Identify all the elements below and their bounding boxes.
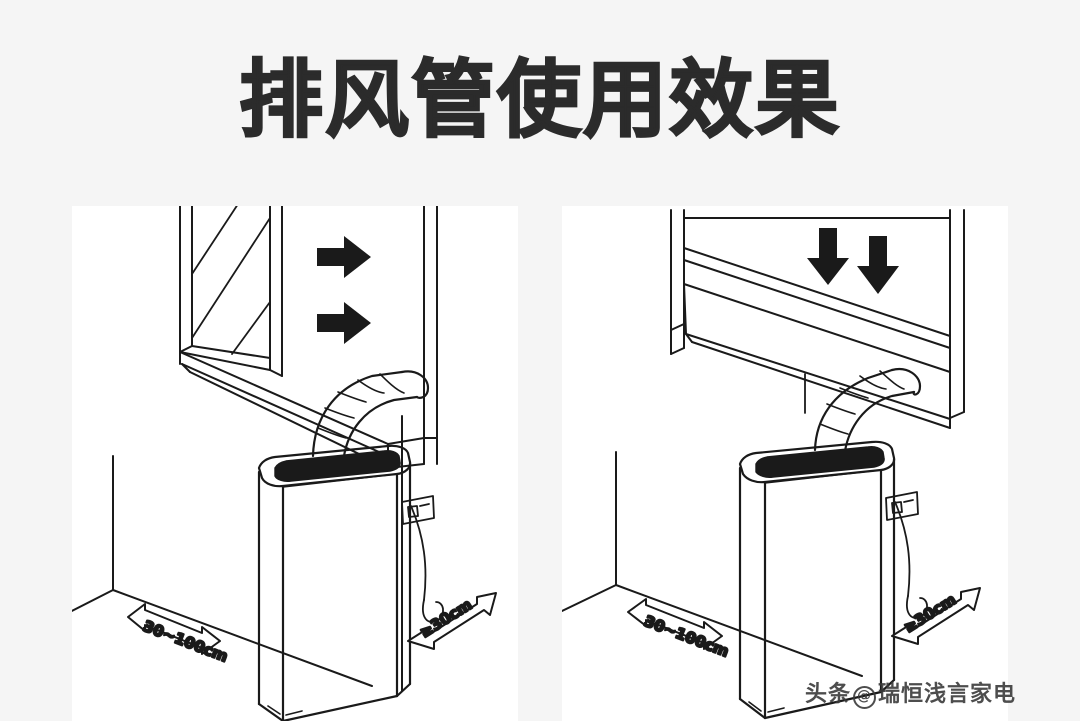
- dimension-arrow-wall-clearance-left: 30~100cm: [127, 603, 231, 667]
- watermark-handle: 瑞恒浅言家电: [878, 682, 1017, 707]
- airflow-arrow-1-left: [317, 236, 371, 278]
- right-diagram-svg: 30~100cm ≥30cm: [562, 209, 981, 720]
- window-sash-left: [179, 206, 283, 377]
- portable-ac-unit-right: [738, 440, 896, 720]
- window-frame-left: [387, 206, 438, 469]
- watermark-platform: 头条: [805, 682, 852, 707]
- watermark: 头条@瑞恒浅言家电: [805, 676, 1016, 709]
- illustration-panel-left: 30~100cm ≥30cm: [72, 206, 518, 721]
- room-corner-left: [72, 455, 373, 687]
- ac-unit-handle-right: [885, 491, 919, 521]
- at-icon: @: [853, 686, 877, 709]
- dimension-arrow-side-clearance-left: ≥30cm: [407, 592, 497, 650]
- power-cord-left: [410, 505, 444, 623]
- dimension-arrow-side-clearance-right: ≥30cm: [891, 587, 981, 645]
- window-sash-right: [683, 247, 951, 429]
- airflow-arrow-2-right: [857, 236, 899, 294]
- portable-ac-unit-left: [257, 444, 412, 721]
- ac-unit-handle-left: [401, 495, 435, 525]
- airflow-arrow-2-left: [317, 302, 371, 344]
- airflow-arrow-1-right: [807, 228, 849, 285]
- window-sill-left: [179, 351, 389, 469]
- left-diagram-svg: 30~100cm ≥30cm: [72, 206, 497, 721]
- power-cord-right: [894, 501, 928, 619]
- exhaust-hose-left: [311, 370, 430, 458]
- page-title: 排风管使用效果: [238, 51, 841, 149]
- illustration-panel-right: 30~100cm ≥30cm: [562, 206, 1008, 721]
- page-title-container: 排风管使用效果: [0, 0, 1080, 200]
